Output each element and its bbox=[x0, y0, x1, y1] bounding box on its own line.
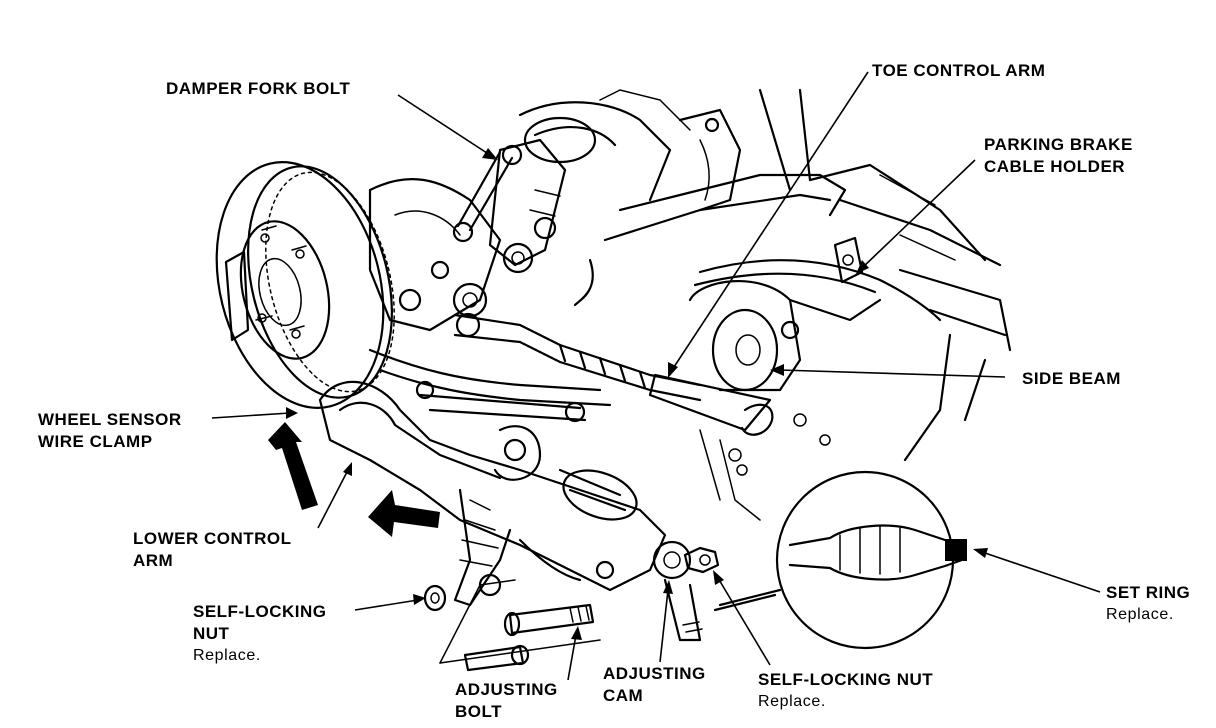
label-self-locking-right: SELF-LOCKING NUT bbox=[758, 670, 934, 689]
upper-frame bbox=[518, 88, 1012, 462]
label-parking-brake-cable-holder: PARKING BRAKE CABLE HOLDER bbox=[984, 134, 1133, 178]
label-toe-control-arm: TOE CONTROL ARM bbox=[872, 61, 1046, 80]
label-adjusting-cam-line1: ADJUSTING bbox=[603, 664, 706, 683]
label-side-beam: SIDE BEAM bbox=[1022, 369, 1121, 388]
label-adjusting-cam-line2: CAM bbox=[603, 686, 644, 705]
lower-control-arm bbox=[318, 380, 667, 607]
label-self-locking-right-note: Replace. bbox=[758, 693, 826, 710]
knuckle bbox=[368, 178, 502, 332]
cable-holder bbox=[693, 236, 942, 322]
leader-lines bbox=[211, 71, 1101, 681]
label-self-locking-left-note: Replace. bbox=[193, 647, 261, 664]
label-lower-control-line1: LOWER CONTROL bbox=[133, 529, 292, 548]
label-self-locking-nut-left: SELF-LOCKING NUT Replace. bbox=[193, 601, 327, 667]
adjusting-cam-assembly bbox=[652, 540, 720, 642]
label-adjusting-bolt: ADJUSTING BOLT bbox=[455, 679, 558, 723]
label-adjusting-bolt-line2: BOLT bbox=[455, 702, 503, 721]
label-set-ring-note: Replace. bbox=[1106, 606, 1174, 623]
label-wheel-sensor-line1: WHEEL SENSOR bbox=[38, 410, 182, 429]
adjusting-bolt bbox=[439, 579, 601, 672]
cross-members bbox=[368, 348, 612, 481]
label-lower-control-line2: ARM bbox=[133, 551, 174, 570]
label-wheel-sensor-wire-clamp: WHEEL SENSOR WIRE CLAMP bbox=[38, 409, 182, 453]
label-adjusting-cam: ADJUSTING CAM bbox=[603, 663, 706, 707]
brake-disc bbox=[215, 161, 395, 409]
set-ring-detail bbox=[713, 470, 967, 650]
label-set-ring-title: SET RING bbox=[1106, 583, 1191, 602]
label-wheel-sensor-line2: WIRE CLAMP bbox=[38, 432, 153, 451]
label-damper-fork-bolt: DAMPER FORK BOLT bbox=[166, 79, 351, 98]
label-self-locking-left-line1: SELF-LOCKING bbox=[193, 602, 327, 621]
label-parking-brake-line1: PARKING BRAKE bbox=[984, 135, 1133, 154]
label-set-ring: SET RING Replace. bbox=[1106, 582, 1190, 626]
label-lower-control-arm: LOWER CONTROL ARM bbox=[133, 528, 292, 572]
label-adjusting-bolt-line1: ADJUSTING bbox=[455, 680, 558, 699]
left-self-locking-nut bbox=[423, 584, 447, 612]
direction-arrows bbox=[268, 422, 440, 537]
label-self-locking-nut-right: SELF-LOCKING NUT Replace. bbox=[758, 669, 933, 713]
side-beam bbox=[688, 280, 882, 521]
damper-fork bbox=[452, 138, 567, 274]
label-self-locking-left-line2: NUT bbox=[193, 624, 230, 643]
toe-control-arm bbox=[453, 312, 774, 436]
label-parking-brake-line2: CABLE HOLDER bbox=[984, 157, 1126, 176]
